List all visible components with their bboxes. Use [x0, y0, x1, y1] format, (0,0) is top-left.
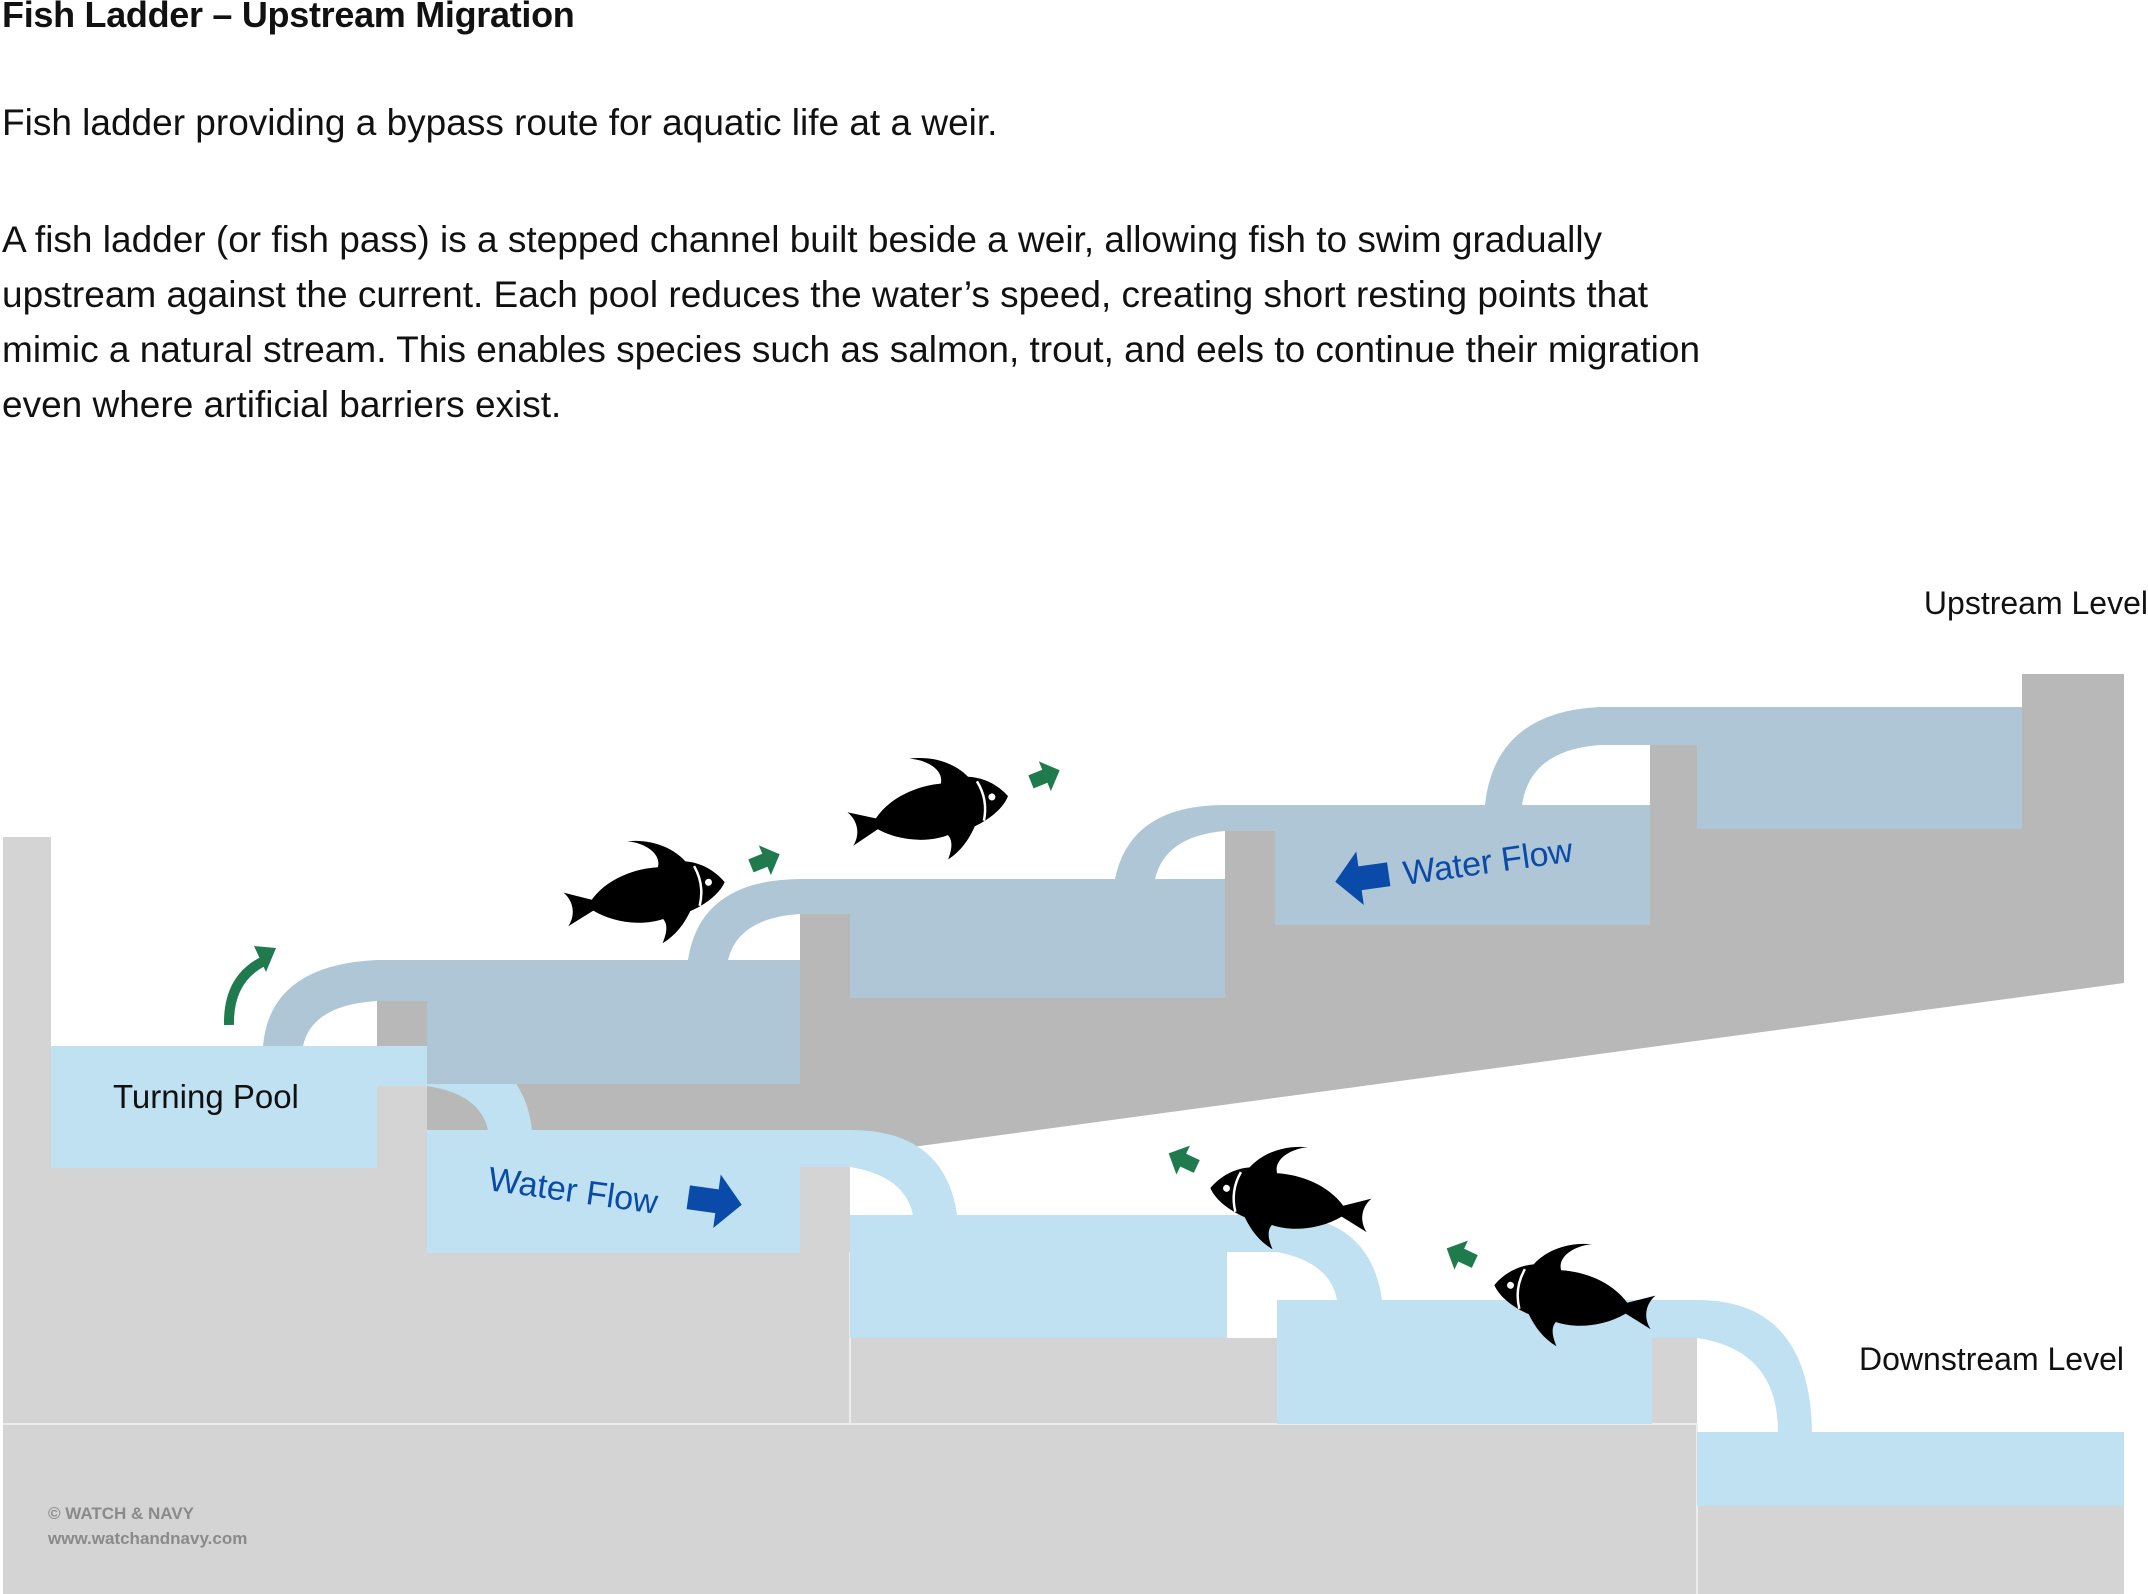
fish-icon-2	[838, 741, 1019, 877]
upper-weir-structure	[377, 674, 2124, 1148]
fish-direction-arrow-icon-1	[744, 839, 786, 881]
turn-arrow-icon	[223, 946, 276, 1026]
downstream-level-label: Downstream Level	[1859, 1341, 2124, 1377]
turning-pool-label: Turning Pool	[113, 1078, 299, 1115]
upper-water	[263, 707, 2022, 1084]
page-title: Fish Ladder – Upstream Migration	[2, 0, 575, 35]
fish-direction-arrow-icon-2	[1024, 755, 1066, 797]
fish-direction-arrow-icon-3	[1161, 1138, 1204, 1181]
credit-line: © WATCH & NAVY	[48, 1504, 195, 1523]
credit-url: www.watchandnavy.com	[47, 1529, 247, 1548]
subtitle: Fish ladder providing a bypass route for…	[2, 102, 998, 143]
fish-direction-arrow-icon-4	[1439, 1233, 1482, 1276]
turning-pool	[51, 1046, 377, 1168]
upstream-level-label: Upstream Level	[1924, 585, 2148, 621]
description: A fish ladder (or fish pass) is a steppe…	[2, 219, 1701, 425]
